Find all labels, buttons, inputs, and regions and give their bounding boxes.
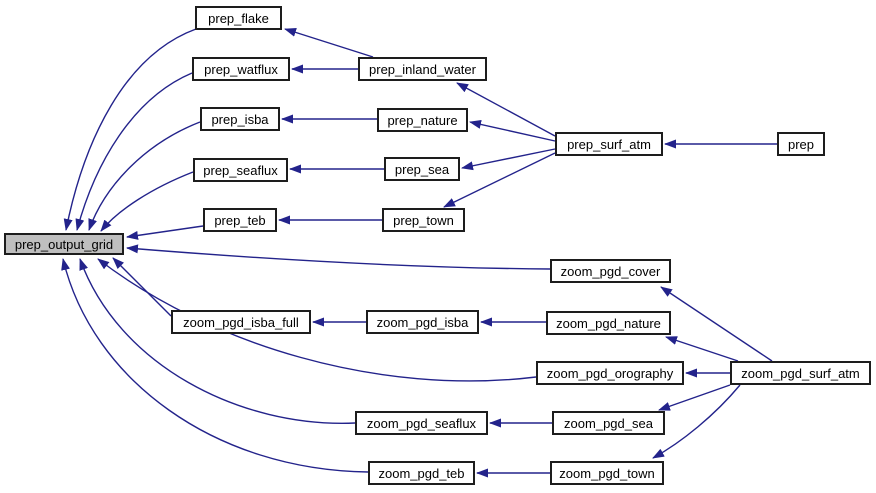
edge-zoom_pgd_isba_full-to-prep_output_grid — [112, 257, 172, 317]
edge-prep_inland_water-to-prep_flake — [284, 28, 374, 58]
node-label: zoom_pgd_town — [559, 465, 655, 481]
node-label: zoom_pgd_sea — [564, 415, 653, 431]
node-zoom_pgd_isba[interactable]: zoom_pgd_isba — [366, 310, 479, 334]
edge-prep_watflux-to-prep_output_grid — [75, 72, 193, 231]
node-label: prep_nature — [387, 112, 458, 128]
node-zoom_pgd_orography[interactable]: zoom_pgd_orography — [536, 361, 684, 385]
node-label: prep_isba — [211, 111, 269, 127]
edge-zoom_pgd_surf_atm-to-zoom_pgd_sea — [658, 384, 731, 411]
edge-prep_teb-to-prep_output_grid — [126, 225, 204, 240]
node-prep_isba[interactable]: prep_isba — [200, 107, 280, 131]
node-prep_output_grid[interactable]: prep_output_grid — [4, 233, 124, 255]
edge-zoom_pgd_teb-to-prep_output_grid — [61, 258, 369, 473]
edge-prep_surf_atm-to-prep_nature — [469, 120, 556, 142]
edge-zoom_pgd_cover-to-prep_output_grid — [126, 244, 551, 270]
node-label: zoom_pgd_orography — [546, 365, 674, 381]
node-label: prep_surf_atm — [567, 136, 651, 152]
node-label: zoom_pgd_nature — [556, 315, 661, 331]
node-label: prep — [787, 136, 815, 152]
node-label: prep_watflux — [204, 61, 278, 77]
edge-prep_surf_atm-to-prep_town — [443, 152, 556, 208]
node-label: prep_inland_water — [369, 61, 476, 77]
node-label: zoom_pgd_cover — [560, 263, 661, 279]
node-zoom_pgd_nature[interactable]: zoom_pgd_nature — [546, 311, 671, 335]
edge-zoom_pgd_seaflux-to-prep_output_grid — [79, 258, 356, 424]
edge-prep_surf_atm-to-prep_inland_water — [456, 82, 556, 137]
node-label: zoom_pgd_seaflux — [366, 415, 477, 431]
node-prep_seaflux[interactable]: prep_seaflux — [193, 158, 288, 182]
node-prep_flake[interactable]: prep_flake — [195, 6, 282, 30]
edge-prep_flake-to-prep_output_grid — [63, 28, 197, 231]
node-prep_teb[interactable]: prep_teb — [203, 208, 277, 232]
node-prep[interactable]: prep — [777, 132, 825, 156]
edge-zoom_pgd_surf_atm-to-zoom_pgd_town — [652, 384, 741, 459]
node-label: prep_sea — [394, 161, 450, 177]
node-zoom_pgd_sea[interactable]: zoom_pgd_sea — [552, 411, 665, 435]
node-label: zoom_pgd_surf_atm — [741, 365, 860, 381]
node-label: prep_seaflux — [203, 162, 278, 178]
edge-prep_seaflux-to-prep_output_grid — [100, 171, 194, 232]
node-prep_town[interactable]: prep_town — [382, 208, 465, 232]
node-zoom_pgd_isba_full[interactable]: zoom_pgd_isba_full — [171, 310, 311, 334]
node-prep_inland_water[interactable]: prep_inland_water — [358, 57, 487, 81]
edge-zoom_pgd_surf_atm-to-zoom_pgd_cover — [660, 286, 773, 362]
edge-zoom_pgd_orography-to-prep_output_grid — [97, 258, 537, 382]
node-prep_nature[interactable]: prep_nature — [377, 108, 468, 132]
node-label: prep_town — [393, 212, 454, 228]
node-label: zoom_pgd_isba_full — [183, 314, 299, 330]
node-zoom_pgd_seaflux[interactable]: zoom_pgd_seaflux — [355, 411, 488, 435]
node-prep_sea[interactable]: prep_sea — [384, 157, 460, 181]
node-label: prep_teb — [214, 212, 266, 228]
edge-zoom_pgd_surf_atm-to-zoom_pgd_nature — [665, 336, 739, 362]
node-prep_surf_atm[interactable]: prep_surf_atm — [555, 132, 663, 156]
node-label: zoom_pgd_isba — [376, 314, 469, 330]
node-label: zoom_pgd_teb — [378, 465, 465, 481]
edge-prep_isba-to-prep_output_grid — [88, 121, 201, 231]
node-zoom_pgd_town[interactable]: zoom_pgd_town — [550, 461, 664, 485]
edge-prep_surf_atm-to-prep_sea — [461, 148, 556, 171]
node-label: prep_output_grid — [14, 236, 114, 252]
node-zoom_pgd_cover[interactable]: zoom_pgd_cover — [550, 259, 671, 283]
node-prep_watflux[interactable]: prep_watflux — [192, 57, 290, 81]
node-zoom_pgd_surf_atm[interactable]: zoom_pgd_surf_atm — [730, 361, 871, 385]
node-label: prep_flake — [208, 10, 269, 26]
node-zoom_pgd_teb[interactable]: zoom_pgd_teb — [368, 461, 475, 485]
